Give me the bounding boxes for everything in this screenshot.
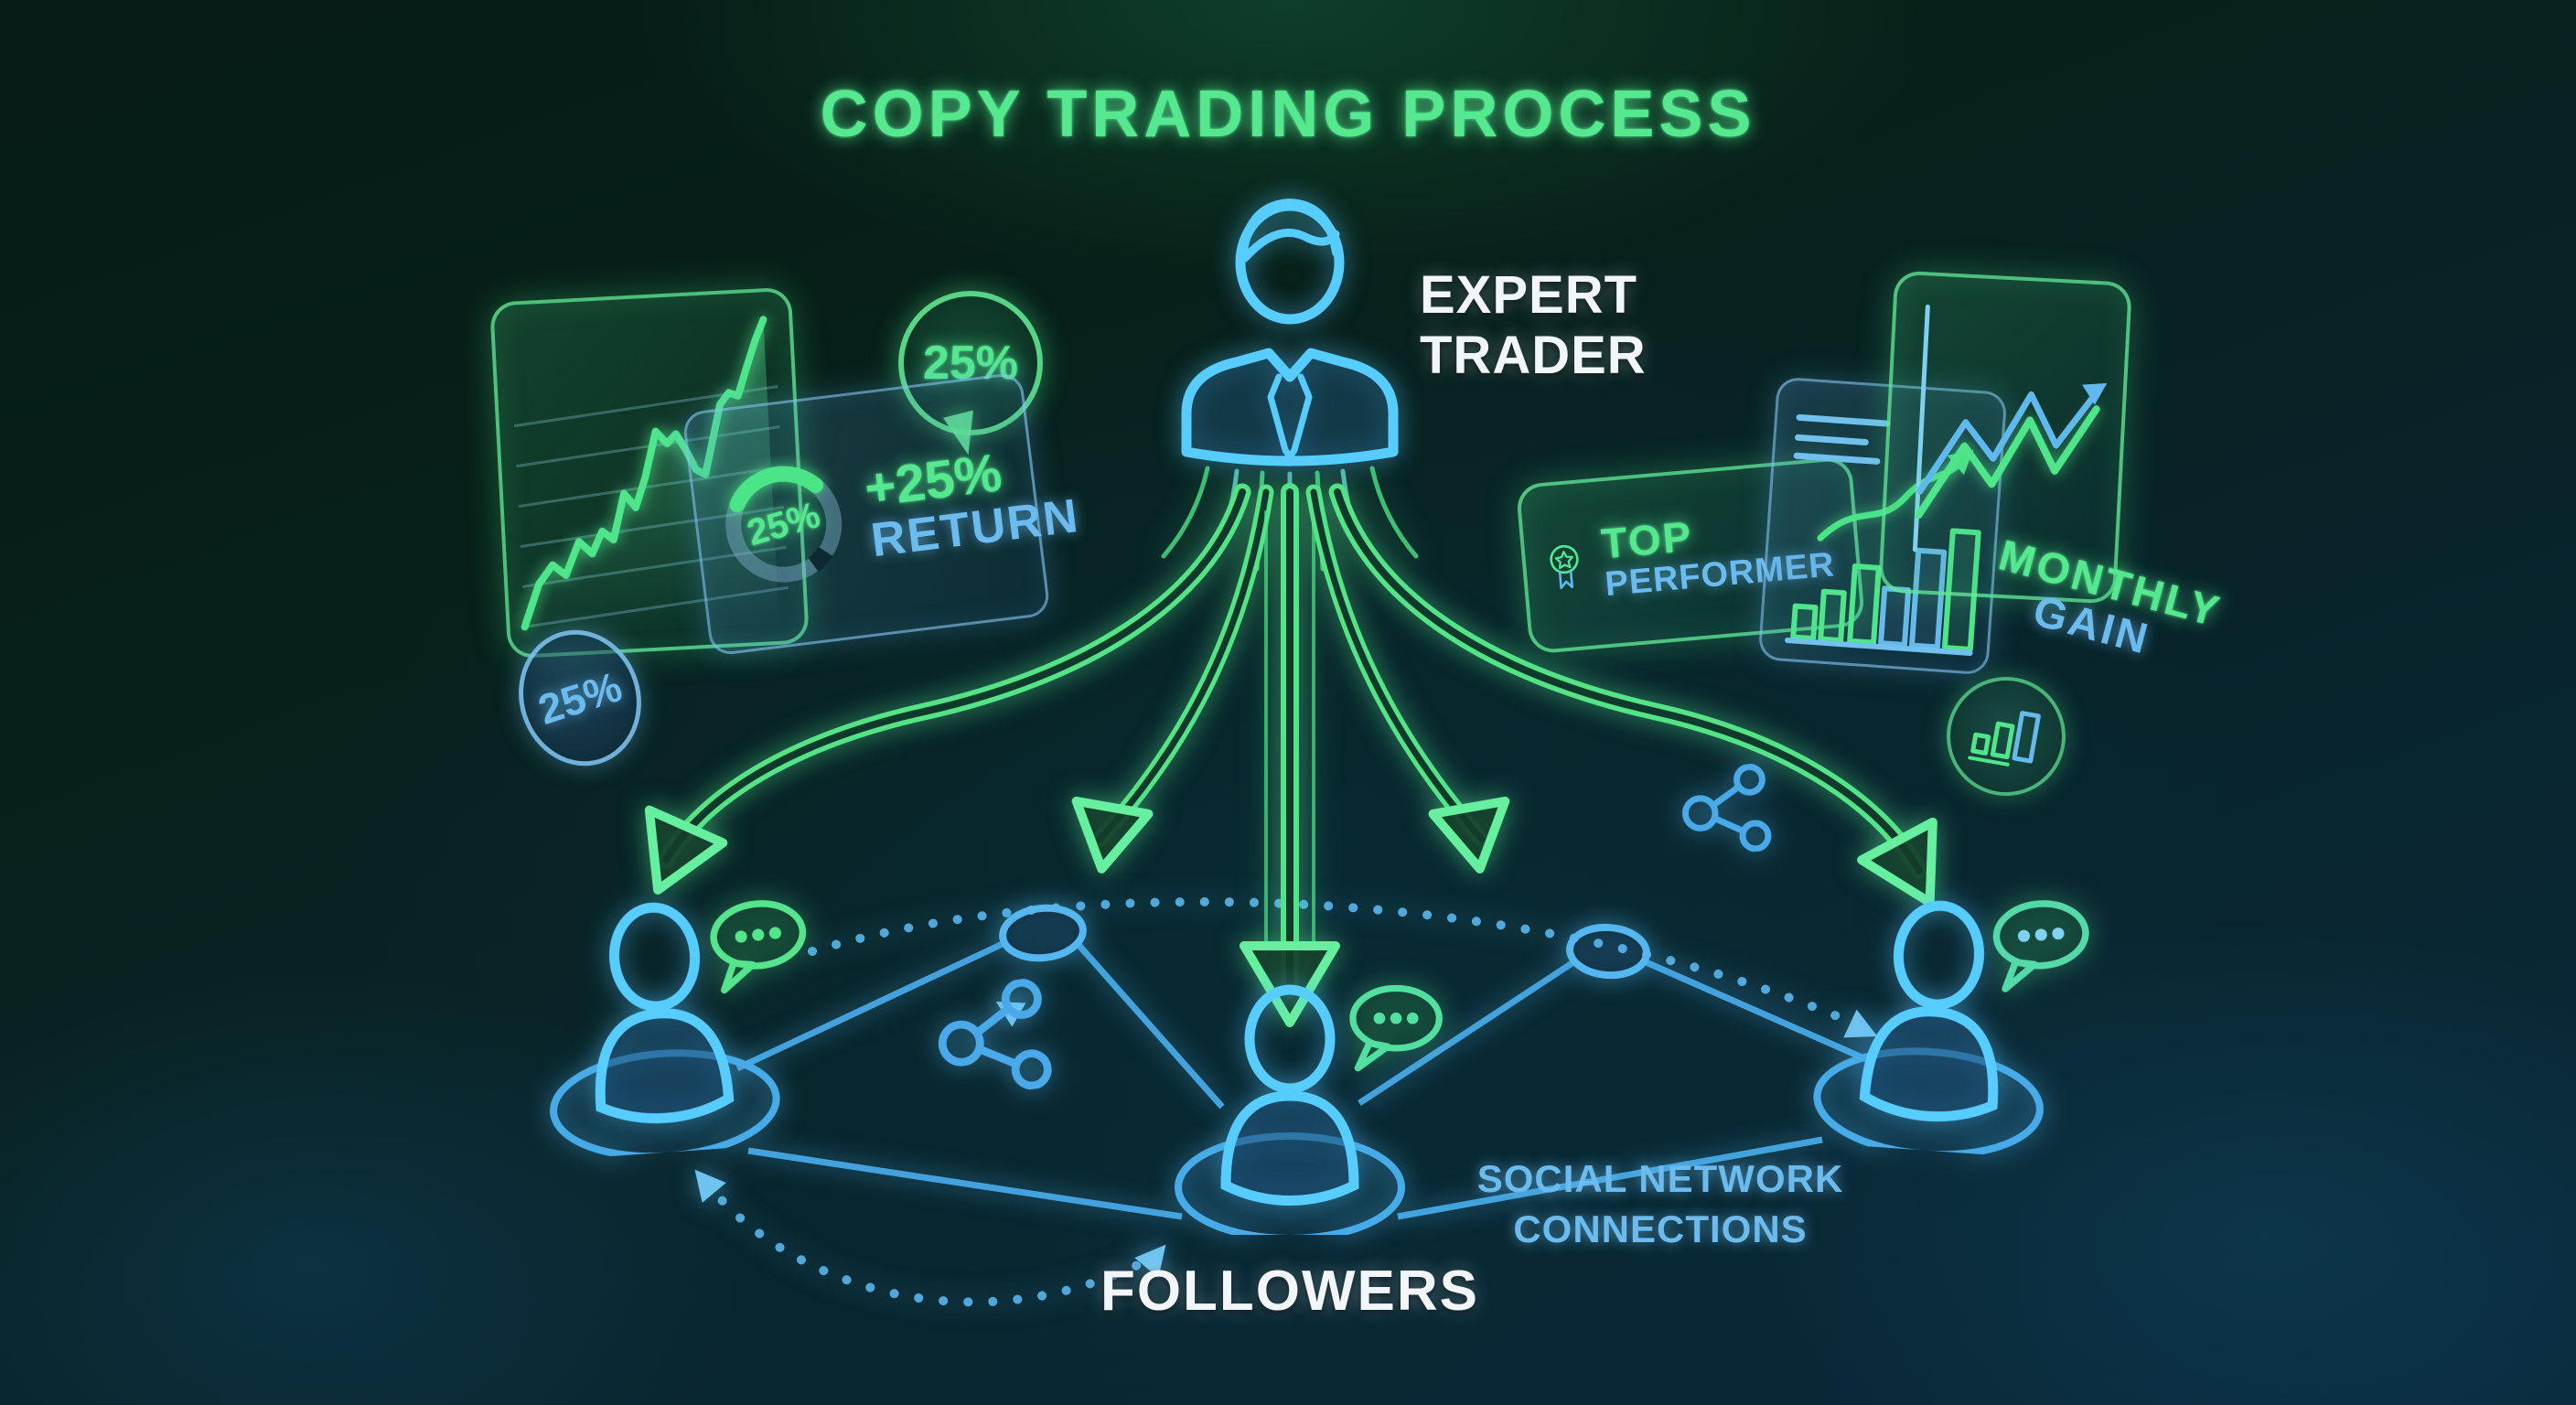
follower-left-person-icon [550, 902, 780, 1161]
bar-chart-icon [1968, 711, 2041, 767]
dotted-connection-arcs [702, 896, 1865, 1307]
chat-bubble-icon [1349, 984, 1443, 1072]
trend-chart-panel [1877, 270, 2133, 605]
follower-middle-person-icon [1175, 984, 1405, 1235]
chat-bubble-icon [1992, 900, 2089, 992]
return-card: 25% +25% RETURN [682, 371, 1082, 657]
expert-label-line1: EXPERT [1420, 265, 1638, 325]
bar-chart-icon [1785, 413, 1981, 657]
oval-percent-value: 25% [532, 662, 628, 734]
copy-arrows [657, 483, 1928, 999]
expert-label-line2: TRADER [1420, 326, 1647, 386]
mini-bars-badge [1937, 667, 2076, 806]
performance-chart-panel [489, 286, 810, 660]
bubble-percent-value: 25% [922, 337, 1019, 390]
businessperson-icon [1181, 198, 1399, 467]
copy-arrowheads [644, 796, 1937, 1027]
page-title: COPY TRADING PROCESS [820, 78, 1756, 151]
share-network-icon [1681, 763, 1772, 853]
stats-card [1757, 376, 2008, 676]
social-network-label: SOCIAL NETWORK CONNECTIONS [1454, 1154, 1866, 1254]
social-network-line1: SOCIAL NETWORK [1476, 1157, 1844, 1200]
share-network-icon [938, 979, 1052, 1090]
follower-right-person-icon [1813, 900, 2044, 1159]
line-chart-icon [513, 316, 789, 637]
percent-speech-bubble: 25% [898, 291, 1043, 435]
expert-trader-label: EXPERT TRADER [1420, 265, 1647, 386]
social-network-line2: CONNECTIONS [1513, 1207, 1808, 1250]
line-chart-icon [1912, 304, 2108, 552]
followers-label: FOLLOWERS [1100, 1260, 1480, 1323]
chat-bubble-icon [710, 900, 807, 994]
network-lines [735, 938, 1868, 1220]
award-medal-icon [1550, 544, 1579, 590]
donut-chart-icon: 25% [707, 448, 860, 601]
top-performer-card: TOP PERFORMER [1515, 456, 1866, 655]
